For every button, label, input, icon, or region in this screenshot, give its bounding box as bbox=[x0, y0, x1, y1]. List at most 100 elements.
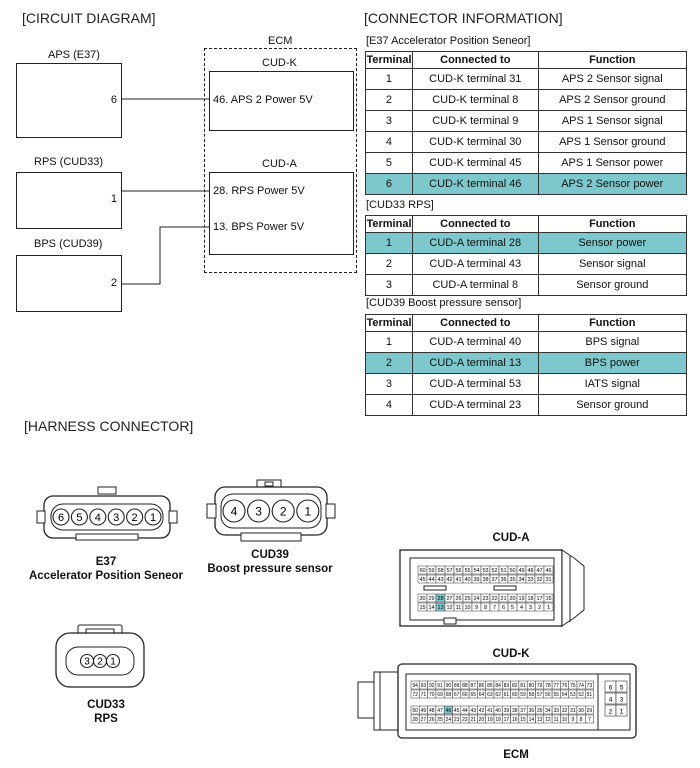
cud-a-pin-label: 59 bbox=[428, 568, 434, 574]
cud-k-pin-label: 88 bbox=[462, 683, 468, 689]
cuda-label: CUD-A bbox=[262, 158, 297, 170]
cud39-pin-label: 4 bbox=[231, 504, 238, 518]
cud39-caption: CUD39 Boost pressure sensor bbox=[190, 548, 350, 576]
cud-k-pin-label: 12 bbox=[545, 717, 551, 723]
cud-k-pin-label: 2 bbox=[609, 709, 613, 716]
cud-a-pin-label: 55 bbox=[464, 568, 470, 574]
cud-k-pin-label: 84 bbox=[495, 683, 501, 689]
cud39-pin-1 bbox=[296, 499, 320, 523]
cud-a-pin-label: 1 bbox=[547, 605, 550, 611]
cud-k-pin-label: 30 bbox=[578, 708, 584, 714]
table-cell: 1 bbox=[365, 68, 413, 90]
cud-a-pin-label: 7 bbox=[493, 605, 496, 611]
cud-k-pin-label: 63 bbox=[487, 692, 493, 698]
e37-pin-5 bbox=[70, 508, 88, 526]
table-cell: BPS signal bbox=[537, 331, 688, 353]
cud-a-pin-label: 5 bbox=[511, 605, 514, 611]
wire-bps-power bbox=[122, 226, 210, 285]
cud-k-pin-label: 77 bbox=[553, 683, 559, 689]
cud-k-pin-label: 80 bbox=[529, 683, 535, 689]
cud33-caption: CUD33 RPS bbox=[56, 698, 156, 726]
cud-k-pin-label: 3 bbox=[620, 697, 624, 704]
cud-a-pin-label: 33 bbox=[527, 577, 533, 583]
table-cell: APS 2 Sensor ground bbox=[537, 89, 688, 111]
cud-a-pin-label: 34 bbox=[518, 577, 524, 583]
cud-a-pin-label: 19 bbox=[518, 596, 524, 602]
table-cell: CUD-A terminal 40 bbox=[411, 331, 539, 353]
e37-pin-1 bbox=[144, 508, 162, 526]
cud39-pin-label: 1 bbox=[304, 504, 311, 518]
cud-a-pin-label: 20 bbox=[509, 596, 515, 602]
cud33-pin-label: 3 bbox=[84, 657, 90, 668]
cud-a-pin-label: 23 bbox=[482, 596, 488, 602]
cud-k-pin-label: 90 bbox=[446, 683, 452, 689]
cud-k-pin-label: 17 bbox=[504, 717, 510, 723]
cud-a-pin-label: 35 bbox=[509, 577, 515, 583]
cud-k-pin-label: 15 bbox=[520, 717, 526, 723]
cud-k-pin-label: 22 bbox=[462, 717, 468, 723]
cud-a-pin-label: 45 bbox=[419, 577, 425, 583]
cud-k-pin-label: 29 bbox=[587, 708, 593, 714]
e37-pin-2 bbox=[126, 508, 144, 526]
cud-a-pin-label: 44 bbox=[428, 577, 434, 583]
cud-a-pin-label: 30 bbox=[419, 596, 425, 602]
cud-k-pin-label: 62 bbox=[495, 692, 501, 698]
cud-k-pin-label: 87 bbox=[470, 683, 476, 689]
cud-k-pin-label: 75 bbox=[570, 683, 576, 689]
cud-a-pin-label: 10 bbox=[464, 605, 470, 611]
cud-a-pin-label: 51 bbox=[500, 568, 506, 574]
cud-k-pin-label: 59 bbox=[520, 692, 526, 698]
cud-k-pin-label: 13 bbox=[537, 717, 543, 723]
cud-k-pin-label: 7 bbox=[588, 717, 591, 723]
e37-pin-label: 1 bbox=[150, 512, 156, 524]
column-header: Connected to bbox=[411, 314, 539, 332]
connector-info-heading: [CONNECTOR INFORMATION] bbox=[364, 10, 563, 26]
cud-k-pin-label: 56 bbox=[545, 692, 551, 698]
cud39-pin-label: 3 bbox=[255, 504, 262, 518]
cud-a-title: CUD-A bbox=[492, 532, 530, 544]
table-cell: CUD-A terminal 28 bbox=[411, 232, 539, 254]
cud-a-pin-label: 16 bbox=[545, 596, 551, 602]
table-cell: 2 bbox=[365, 253, 413, 275]
cud-k-pin-label: 27 bbox=[421, 717, 427, 723]
cud-a-pin-label: 3 bbox=[529, 605, 532, 611]
cud39-caption-name: Boost pressure sensor bbox=[207, 563, 333, 575]
cud-k-pin-label: 61 bbox=[504, 692, 510, 698]
table-cell: APS 1 Sensor ground bbox=[537, 131, 688, 153]
cud-k-pin-label: 40 bbox=[495, 708, 501, 714]
bps-label: BPS (CUD39) bbox=[34, 238, 103, 250]
table-cell: CUD-K terminal 8 bbox=[411, 89, 539, 111]
cud-k-pin-7 bbox=[585, 714, 594, 724]
cud-k-pin-label: 65 bbox=[470, 692, 476, 698]
cud-a-pin-label: 14 bbox=[428, 605, 434, 611]
cud-k-pin-label: 16 bbox=[512, 717, 518, 723]
cud-a-pin-label: 27 bbox=[446, 596, 452, 602]
cud-a-pin-label: 6 bbox=[502, 605, 505, 611]
table-cell: 3 bbox=[365, 274, 413, 296]
cud-k-pin-label: 55 bbox=[553, 692, 559, 698]
cud-k-pin-label: 5 bbox=[620, 685, 624, 692]
cud-a-pin-label: 47 bbox=[536, 568, 542, 574]
cud-a-pin-label: 32 bbox=[536, 577, 542, 583]
cud-a-pin-label: 57 bbox=[446, 568, 452, 574]
circuit-diagram-heading: [CIRCUIT DIAGRAM] bbox=[22, 10, 156, 26]
cud-k-pin-label: 36 bbox=[529, 708, 535, 714]
e37-pin-label: 4 bbox=[95, 512, 101, 524]
e37-pin-label: 5 bbox=[76, 512, 82, 524]
table-cell: 5 bbox=[365, 152, 413, 174]
column-header: Terminal bbox=[365, 314, 413, 332]
cud33-pin-1 bbox=[105, 653, 121, 669]
e37-pin-label: 6 bbox=[58, 512, 64, 524]
cud-a-pin-label: 46 bbox=[545, 568, 551, 574]
cud-k-pin-label: 72 bbox=[412, 692, 418, 698]
cud33-pin-label: 2 bbox=[97, 657, 103, 668]
